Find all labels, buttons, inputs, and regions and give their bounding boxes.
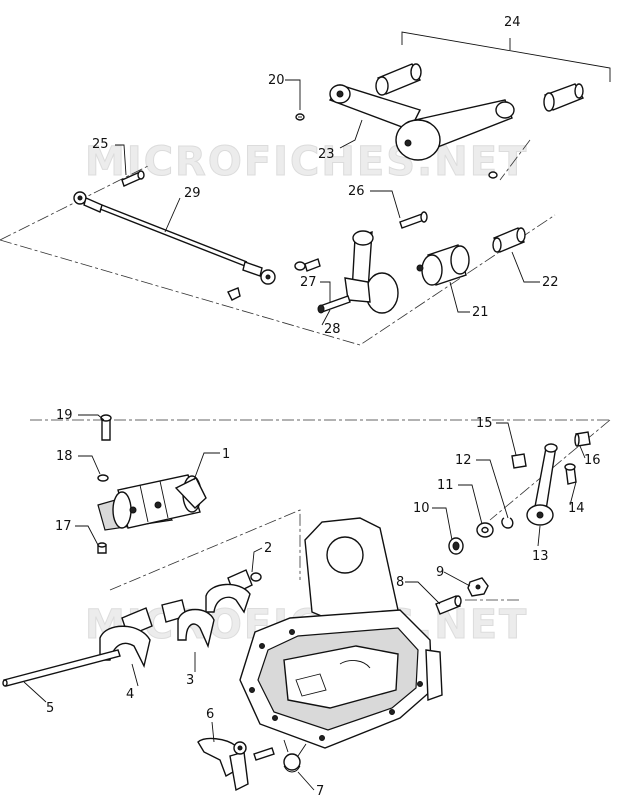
callout-18: 18 xyxy=(56,449,73,464)
callout-17: 17 xyxy=(55,519,72,534)
callout-16: 16 xyxy=(584,453,601,468)
part-22-bushing xyxy=(492,227,526,253)
callout-labels: 24 20 23 25 29 26 22 21 27 28 19 18 1 17… xyxy=(46,15,601,799)
callout-12: 12 xyxy=(455,453,472,468)
callout-22: 22 xyxy=(542,275,559,290)
callout-1: 1 xyxy=(222,447,230,462)
callout-4: 4 xyxy=(126,687,134,702)
part-20-screw xyxy=(295,113,498,179)
callout-13: 13 xyxy=(532,549,549,564)
callout-9: 9 xyxy=(436,565,444,580)
callout-2: 2 xyxy=(264,541,272,556)
transmission-case xyxy=(239,517,443,749)
part-7-spring xyxy=(283,739,307,773)
part-23-lever-assembly xyxy=(328,63,585,161)
part-13-shift-lever xyxy=(526,443,558,526)
part-15-cap xyxy=(511,453,527,469)
callout-15: 15 xyxy=(476,416,493,431)
part-2-shift-fork xyxy=(205,569,262,614)
callout-19: 19 xyxy=(56,408,73,423)
part-25-pin xyxy=(121,170,145,187)
part-12-clip xyxy=(501,517,514,529)
callout-29: 29 xyxy=(184,186,201,201)
part-19-bolt xyxy=(100,414,112,441)
callout-23: 23 xyxy=(318,147,335,162)
part-14-screw xyxy=(564,463,577,485)
callout-3: 3 xyxy=(186,673,194,688)
callout-26: 26 xyxy=(348,184,365,199)
part-3-shift-fork xyxy=(161,599,215,649)
watermark-top: MICROFICHES.NET xyxy=(85,139,528,185)
leader-lines xyxy=(23,79,586,791)
part-27-28-pin-washer xyxy=(317,295,351,314)
callout-8: 8 xyxy=(396,575,404,590)
part-5-fork-shaft xyxy=(2,649,121,687)
part-17-dowel xyxy=(97,542,107,554)
part-29-linkage-rod xyxy=(73,191,276,301)
callout-27: 27 xyxy=(300,275,317,290)
bell-crank xyxy=(294,230,399,314)
part-1-shift-drum xyxy=(97,474,207,531)
part-21-roller xyxy=(416,244,470,286)
callout-10: 10 xyxy=(413,501,430,516)
callout-6: 6 xyxy=(206,707,214,722)
callout-21: 21 xyxy=(472,305,489,320)
part-18-washer xyxy=(97,474,109,482)
callout-28: 28 xyxy=(324,322,341,337)
part-6-shifter-pawl xyxy=(197,737,275,792)
assembly-lines xyxy=(0,139,611,601)
part-8-pin xyxy=(435,595,462,615)
callout-7: 7 xyxy=(316,784,324,799)
callout-20: 20 xyxy=(268,73,285,88)
part-9-nut xyxy=(467,577,489,597)
callout-25: 25 xyxy=(92,137,109,152)
callout-11: 11 xyxy=(437,478,454,493)
part-10-seal xyxy=(448,537,464,555)
part-24-bracket xyxy=(401,31,611,82)
part-11-washer xyxy=(476,522,494,538)
callout-5: 5 xyxy=(46,701,54,716)
part-26-pin xyxy=(399,211,428,229)
callout-14: 14 xyxy=(568,501,585,516)
part-16-bushing xyxy=(574,431,591,447)
callout-24: 24 xyxy=(504,15,521,30)
